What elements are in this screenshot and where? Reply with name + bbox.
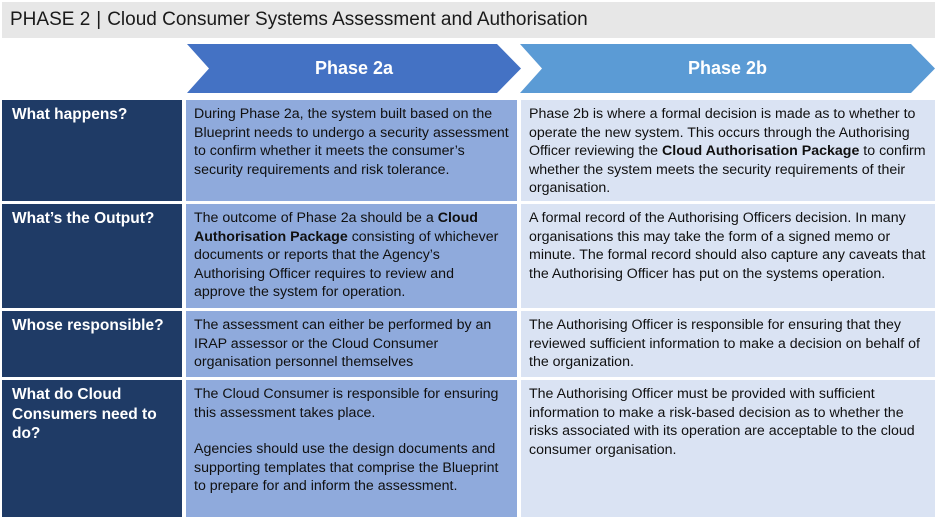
row-header: What happens?: [2, 100, 182, 201]
phase-title: Cloud Consumer Systems Assessment and Au…: [107, 9, 588, 30]
page-title: PHASE 2|Cloud Consumer Systems Assessmen…: [2, 2, 935, 38]
phase-number: PHASE 2: [10, 9, 91, 30]
cell-text: Agencies should use the design documents…: [194, 441, 499, 495]
phase-2a-cell: The assessment can either be performed b…: [186, 311, 517, 377]
bold-term: Cloud Authorisation Package: [194, 210, 478, 245]
row-header: Whose responsible?: [2, 311, 182, 377]
bold-term: Cloud Authorisation Package: [662, 143, 860, 160]
phase-2a-chevron: Phase 2a: [187, 44, 521, 93]
cell-paragraph: Agencies should use the design documents…: [194, 440, 509, 496]
cell-paragraph: A formal record of the Authorising Offic…: [529, 209, 927, 283]
cell-paragraph: The assessment can either be performed b…: [194, 316, 509, 372]
phase-2b-cell: The Authorising Officer is responsible f…: [521, 311, 935, 377]
cell-text: The Authorising Officer must be provided…: [529, 386, 915, 458]
cell-text: to confirm whether the system meets the …: [529, 143, 926, 197]
cell-paragraph: The outcome of Phase 2a should be a Clou…: [194, 209, 509, 302]
cell-text: consisting of whichever documents or rep…: [194, 228, 499, 301]
phase-2b-chevron: Phase 2b: [520, 44, 935, 93]
cell-text: A formal record of the Authorising Offic…: [529, 210, 926, 282]
phase-2a-label: Phase 2a: [314, 58, 394, 78]
cell-paragraph: Phase 2b is where a formal decision is m…: [529, 105, 927, 198]
cell-text: The Authorising Officer is responsible f…: [529, 317, 920, 371]
title-separator: |: [96, 9, 102, 30]
cell-text: The Cloud Consumer is responsible for en…: [194, 386, 499, 421]
phase-2a-cell: The outcome of Phase 2a should be a Clou…: [186, 204, 517, 308]
phase-2b-arrow-shape: [520, 44, 935, 93]
row-header: What do Cloud Consumers need to do?: [2, 380, 182, 517]
phase-2b-cell: Phase 2b is where a formal decision is m…: [521, 100, 935, 201]
cell-paragraph: The Authorising Officer must be provided…: [529, 385, 927, 459]
cell-text: During Phase 2a, the system built based …: [194, 106, 509, 178]
cell-paragraph: The Authorising Officer is responsible f…: [529, 316, 927, 372]
cell-text: The outcome of Phase 2a should be a: [194, 210, 438, 226]
phase-2b-cell: The Authorising Officer must be provided…: [521, 380, 935, 517]
phase-2a-arrow-shape: [187, 44, 521, 93]
phase-2a-cell: During Phase 2a, the system built based …: [186, 100, 517, 201]
row-header: What’s the Output?: [2, 204, 182, 308]
cell-paragraph: The Cloud Consumer is responsible for en…: [194, 385, 509, 422]
phase-2b-cell: A formal record of the Authorising Offic…: [521, 204, 935, 308]
cell-paragraph: During Phase 2a, the system built based …: [194, 105, 509, 179]
cell-text: The assessment can either be performed b…: [194, 317, 492, 371]
phase-2b-label: Phase 2b: [687, 58, 768, 78]
cell-text: Phase 2b is where a formal decision is m…: [529, 106, 916, 160]
phase-2a-cell: The Cloud Consumer is responsible for en…: [186, 380, 517, 517]
